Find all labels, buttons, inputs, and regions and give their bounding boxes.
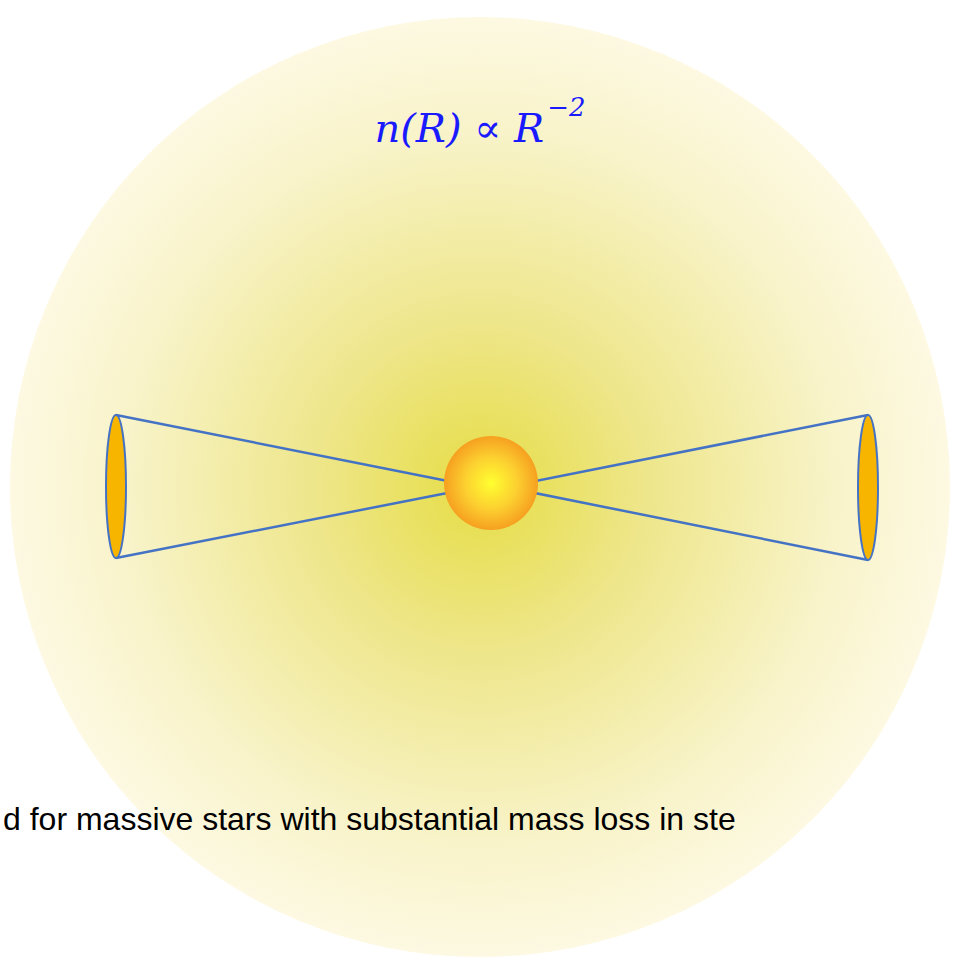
caption-fragment: d for massive stars with substantial mas… — [3, 800, 736, 838]
right-jet — [505, 415, 878, 560]
left-jet — [106, 415, 478, 558]
jet-apex — [478, 487, 505, 488]
density-exponent: −2 — [547, 92, 585, 123]
density-law: n(R) ∝ R — [374, 104, 544, 152]
star — [444, 436, 538, 530]
